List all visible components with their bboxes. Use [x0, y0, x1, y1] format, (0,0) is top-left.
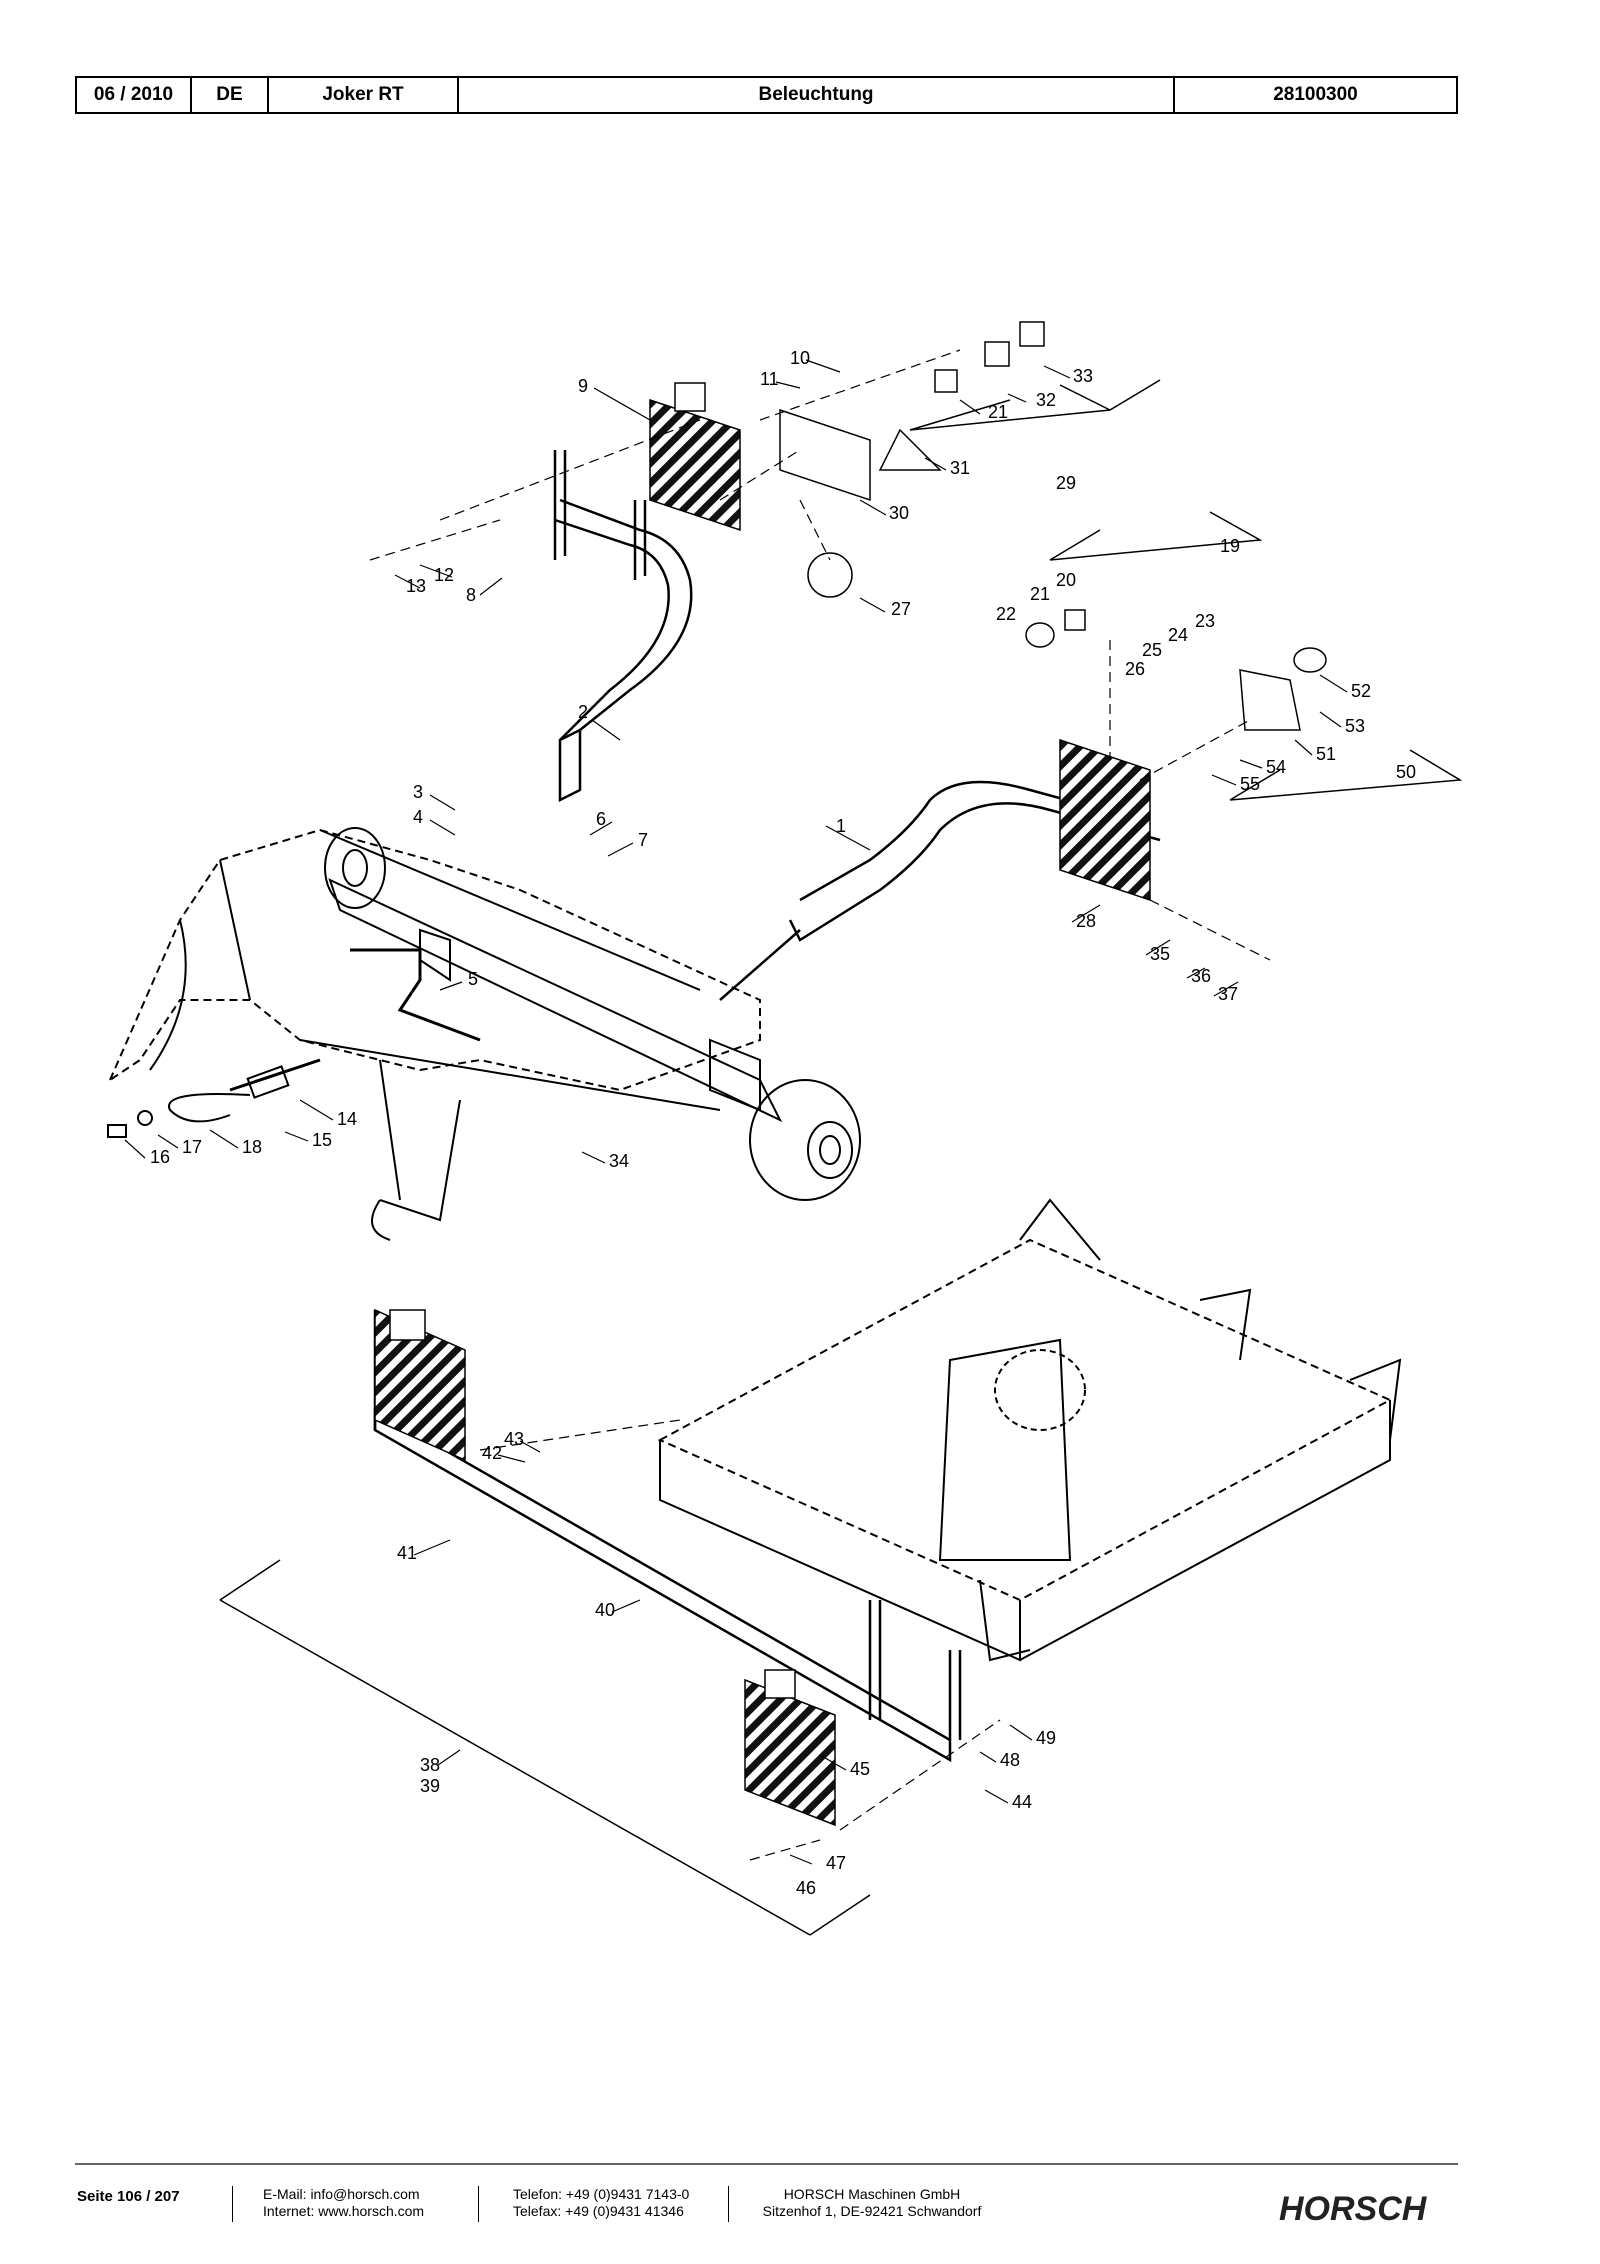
footer-separator: [728, 2186, 729, 2222]
callout-15: 15: [312, 1130, 332, 1150]
callout-50: 50: [1396, 762, 1416, 782]
callout-42: 42: [482, 1443, 502, 1463]
header-language: DE: [192, 78, 269, 112]
callout-46: 46: [796, 1878, 816, 1898]
header-model: Joker RT: [269, 78, 459, 112]
callout-54: 54: [1266, 757, 1286, 777]
callout-44: 44: [1012, 1792, 1032, 1812]
upper-light-bracket-2: [553, 450, 693, 803]
callout-20: 20: [1056, 570, 1076, 590]
callout-4: 4: [413, 807, 423, 827]
callout-22: 22: [996, 604, 1016, 624]
callout-14: 14: [337, 1109, 357, 1129]
page-number: Seite 106 / 207: [77, 2188, 180, 2205]
callout-26: 26: [1125, 659, 1145, 679]
footer-contact-web: E-Mail: info@horsch.com Internet: www.ho…: [263, 2186, 424, 2220]
callout-34: 34: [609, 1151, 629, 1171]
footer-separator: [478, 2186, 479, 2222]
lower-warning-plate-45: [744, 1669, 836, 1827]
callout-25: 25: [1142, 640, 1162, 660]
license-plate-holder-30: [779, 408, 942, 502]
footer-address: Sitzenhof 1, DE-92421 Schwandorf: [762, 2203, 982, 2219]
callout-31: 31: [950, 458, 970, 478]
callout-24: 24: [1168, 625, 1188, 645]
callout-10: 10: [790, 348, 810, 368]
group-brackets: [219, 379, 1463, 1936]
footer-separator: [232, 2186, 233, 2222]
callout-30: 30: [889, 503, 909, 523]
callout-labels: 1 2 3 4 5 6 7 8 9 10 11 12 13 14 15 16 1…: [150, 348, 1416, 1898]
callout-41: 41: [397, 1543, 417, 1563]
footer-contact-phone: Telefon: +49 (0)9431 7143-0 Telefax: +49…: [513, 2186, 689, 2220]
callout-6: 6: [596, 809, 606, 829]
footer-email: E-Mail: info@horsch.com: [263, 2186, 420, 2202]
small-lamps: [934, 321, 1327, 673]
callout-53: 53: [1345, 716, 1365, 736]
footer: Seite 106 / 207 E-Mail: info@horsch.com …: [0, 2186, 1600, 2236]
callout-49: 49: [1036, 1728, 1056, 1748]
footer-divider: [75, 2163, 1458, 2165]
callout-35: 35: [1150, 944, 1170, 964]
callout-52: 52: [1351, 681, 1371, 701]
upper-axle-assembly: [107, 827, 861, 1241]
callout-5: 5: [468, 969, 478, 989]
callout-9: 9: [578, 376, 588, 396]
callout-18: 18: [242, 1137, 262, 1157]
upper-warning-plate-28: [1059, 738, 1151, 902]
header-title: Beleuchtung: [459, 78, 1175, 112]
callout-23: 23: [1195, 611, 1215, 631]
header-table: 06 / 2010 DE Joker RT Beleuchtung 281003…: [75, 76, 1458, 114]
callout-1: 1: [836, 816, 846, 836]
callout-55: 55: [1240, 774, 1260, 794]
callout-19: 19: [1220, 536, 1240, 556]
upper-warning-plate-9: [649, 382, 741, 532]
lower-warning-plate-upper: [374, 1308, 466, 1462]
callout-40: 40: [595, 1600, 615, 1620]
callout-51: 51: [1316, 744, 1336, 764]
callout-11: 11: [760, 369, 779, 389]
callout-32: 32: [1036, 390, 1056, 410]
footer-phone: Telefon: +49 (0)9431 7143-0: [513, 2186, 690, 2202]
footer-fax: Telefax: +49 (0)9431 41346: [513, 2203, 684, 2219]
upper-light-bracket-1: [719, 780, 1161, 1001]
footer-company-name: HORSCH Maschinen GmbH: [783, 2186, 961, 2202]
callout-16: 16: [150, 1147, 170, 1167]
callout-17: 17: [182, 1137, 202, 1157]
callout-43: 43: [504, 1429, 524, 1449]
callout-12: 12: [434, 565, 454, 585]
callout-8: 8: [466, 585, 476, 605]
callout-29: 29: [1056, 473, 1076, 493]
lamp-plate-51: [807, 552, 1301, 731]
callout-3: 3: [413, 782, 423, 802]
wiring-plug: [107, 1065, 290, 1138]
callout-38: 38: [420, 1755, 440, 1775]
svg-text:HORSCH: HORSCH: [1279, 2190, 1428, 2226]
header-date: 06 / 2010: [77, 78, 192, 112]
lower-dashed-lines: [479, 1419, 1001, 1861]
callout-48: 48: [1000, 1750, 1020, 1770]
horsch-logo: HORSCH: [1279, 2190, 1428, 2226]
callout-47: 47: [826, 1853, 846, 1873]
callout-39: 39: [420, 1776, 440, 1796]
callout-2: 2: [578, 702, 588, 722]
header-part-number: 28100300: [1273, 84, 1358, 105]
callout-7: 7: [638, 830, 648, 850]
callout-37: 37: [1218, 984, 1238, 1004]
assembly-dashed-lines: [369, 349, 1271, 961]
lower-frame-assembly: [657, 1198, 1402, 1662]
footer-company: HORSCH Maschinen GmbH Sitzenhof 1, DE-92…: [762, 2186, 982, 2220]
callout-21b: 21: [1030, 584, 1050, 604]
callout-36: 36: [1191, 966, 1211, 986]
leader-lines: [124, 359, 1348, 1865]
callout-27: 27: [891, 599, 911, 619]
callout-45: 45: [850, 1759, 870, 1779]
callout-21: 21: [988, 402, 1008, 422]
callout-33: 33: [1073, 366, 1093, 386]
footer-internet: Internet: www.horsch.com: [263, 2203, 425, 2219]
